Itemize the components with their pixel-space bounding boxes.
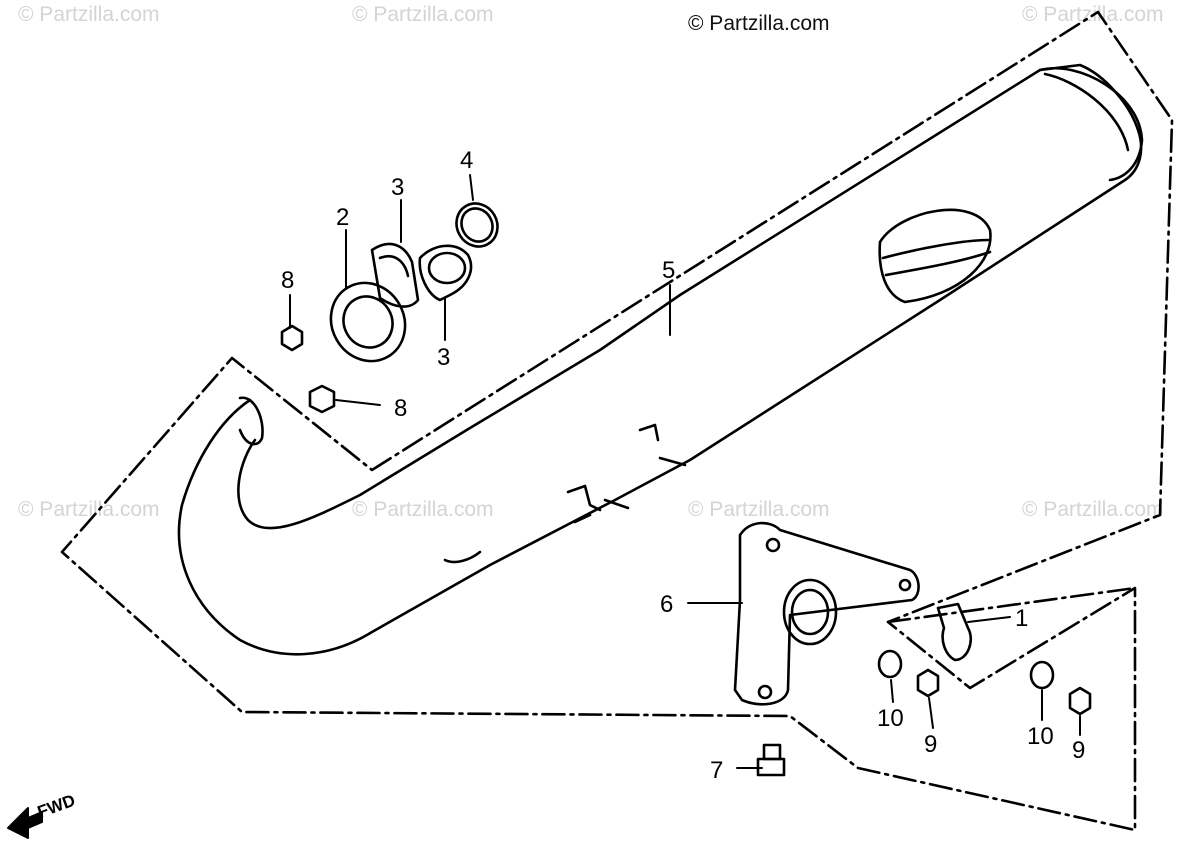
- joint-collar-inner: [418, 244, 473, 302]
- callout-5: 5: [662, 257, 675, 284]
- fwd-arrow-icon: [7, 807, 43, 839]
- flange-plate: [329, 281, 407, 363]
- nut: [308, 384, 336, 414]
- watermark: © Partzilla.com: [352, 3, 494, 26]
- callout-1: 1: [1015, 605, 1028, 632]
- watermark: © Partzilla.com: [688, 498, 830, 521]
- washer: [877, 649, 903, 679]
- nut: [1068, 686, 1092, 716]
- callout-8: 8: [281, 267, 294, 294]
- gasket-ring: [455, 202, 499, 248]
- callout-10: 10: [877, 705, 904, 732]
- nut: [916, 668, 940, 698]
- callout-3: 3: [437, 344, 450, 371]
- assembly-boundary: [60, 10, 1174, 832]
- callout-9: 9: [924, 731, 937, 758]
- watermark: © Partzilla.com: [352, 498, 494, 521]
- clip: [936, 602, 973, 662]
- leader-lines: [289, 174, 1081, 769]
- callout-8: 8: [394, 395, 407, 422]
- direction-label: FWD: [35, 791, 78, 822]
- watermark-main: © Partzilla.com: [688, 12, 830, 35]
- callout-3: 3: [391, 174, 404, 201]
- watermark: © Partzilla.com: [18, 3, 160, 26]
- watermark: © Partzilla.com: [18, 498, 160, 521]
- muffler: [177, 63, 1144, 656]
- washer: [1029, 660, 1055, 690]
- callout-4: 4: [460, 147, 473, 174]
- callout-10: 10: [1027, 723, 1054, 750]
- assembly-boundary-inner: [886, 586, 1137, 624]
- callout-2: 2: [336, 204, 349, 231]
- watermark: © Partzilla.com: [1022, 498, 1164, 521]
- muffler-bracket: [733, 521, 920, 706]
- callout-7: 7: [710, 757, 723, 784]
- callout-6: 6: [660, 591, 673, 618]
- joint-collar: [370, 242, 420, 308]
- nut: [280, 324, 304, 352]
- callout-9: 9: [1072, 737, 1085, 764]
- bolt: [756, 743, 786, 777]
